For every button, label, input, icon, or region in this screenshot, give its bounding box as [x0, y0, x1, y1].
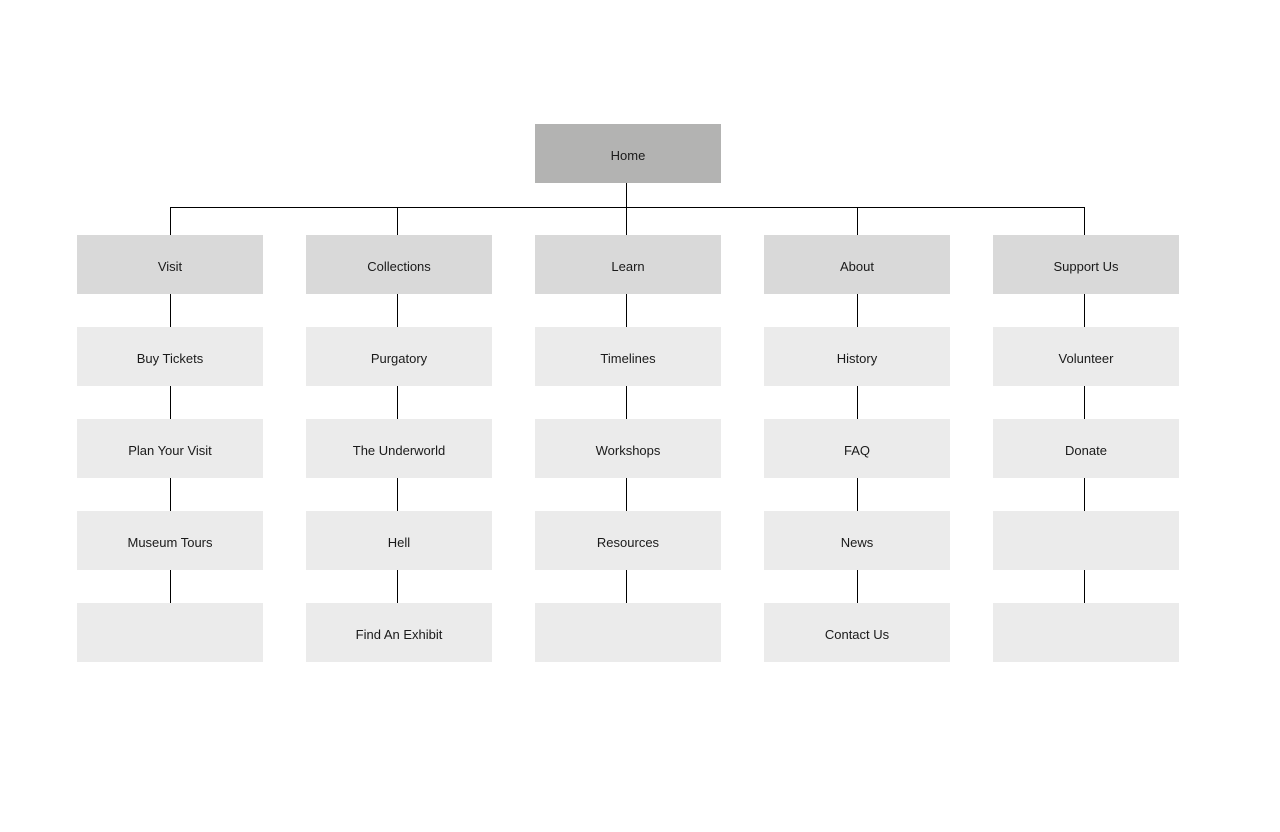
node-volunteer[interactable]: Volunteer: [993, 327, 1179, 386]
node-donate[interactable]: Donate: [993, 419, 1179, 478]
node-label: Volunteer: [1058, 351, 1114, 366]
node-label: Learn: [611, 259, 645, 274]
node-purgatory[interactable]: Purgatory: [306, 327, 492, 386]
node-label: Plan Your Visit: [128, 443, 212, 458]
node-label: Visit: [157, 259, 183, 274]
node-label: Buy Tickets: [136, 351, 204, 366]
node-label: Timelines: [600, 351, 656, 366]
node-news[interactable]: News: [764, 511, 950, 570]
node-timelines[interactable]: Timelines: [535, 327, 721, 386]
node-museum-tours[interactable]: Museum Tours: [77, 511, 263, 570]
node-plan-your-visit[interactable]: Plan Your Visit: [77, 419, 263, 478]
node-hell[interactable]: Hell: [306, 511, 492, 570]
node-history[interactable]: History: [764, 327, 950, 386]
node-workshops[interactable]: Workshops: [535, 419, 721, 478]
node-placeholder: [535, 603, 721, 662]
node-label: Collections: [367, 259, 431, 274]
node-label: Donate: [1065, 443, 1107, 458]
node-placeholder: [77, 603, 263, 662]
node-label: Purgatory: [370, 351, 428, 366]
node-label: Support Us: [1053, 259, 1119, 274]
node-contact-us[interactable]: Contact Us: [764, 603, 950, 662]
node-label: Workshops: [595, 443, 661, 458]
node-buy-tickets[interactable]: Buy Tickets: [77, 327, 263, 386]
node-label: Find An Exhibit: [355, 627, 443, 642]
node-placeholder: [993, 603, 1179, 662]
node-faq[interactable]: FAQ: [764, 419, 950, 478]
node-label: The Underworld: [352, 443, 446, 458]
node-learn[interactable]: Learn: [535, 235, 721, 294]
node-placeholder: [993, 511, 1179, 570]
node-label: Home: [610, 148, 646, 163]
node-label: Museum Tours: [127, 535, 213, 550]
node-support-us[interactable]: Support Us: [993, 235, 1179, 294]
node-label: About: [840, 259, 874, 274]
node-the-underworld[interactable]: The Underworld: [306, 419, 492, 478]
node-label: News: [840, 535, 874, 550]
node-about[interactable]: About: [764, 235, 950, 294]
node-label: Resources: [596, 535, 660, 550]
node-resources[interactable]: Resources: [535, 511, 721, 570]
node-label: Contact Us: [824, 627, 890, 642]
node-find-an-exhibit[interactable]: Find An Exhibit: [306, 603, 492, 662]
node-label: History: [836, 351, 878, 366]
node-visit[interactable]: Visit: [77, 235, 263, 294]
node-collections[interactable]: Collections: [306, 235, 492, 294]
node-home[interactable]: Home: [535, 124, 721, 183]
node-label: Hell: [387, 535, 411, 550]
node-label: FAQ: [843, 443, 870, 458]
